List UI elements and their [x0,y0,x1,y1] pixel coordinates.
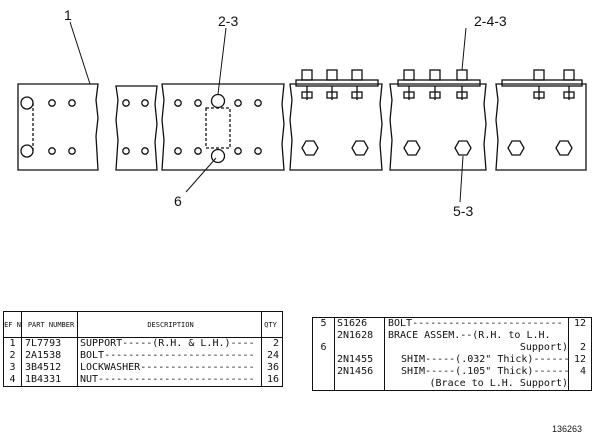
part-cell: 2N1455 [335,354,385,366]
support-panel-2 [115,85,158,171]
part-cell: 2A1538 [22,350,78,362]
ref-cell [313,330,335,342]
qty-cell: 36 [266,362,279,373]
qty-cell: 2 [272,338,279,349]
callout-6: 6 [174,193,182,209]
ref-cell: 1 [4,338,22,350]
description-cell: BRACE ASSEM.--(R.H. to L.H. [385,330,569,342]
qty-cell [569,378,589,390]
part-cell: 7L7793 [22,338,78,350]
description-cell: BOLT------------------------- [78,350,262,362]
part-cell: 3B4512 [22,362,78,374]
ref-cell: 5 [313,318,335,330]
qty-cell: 12 [573,354,586,365]
description-cell: SUPPORT-----(R.H. & L.H.)---- [78,338,262,350]
qty-cell: 24 [266,350,279,361]
callout-2-3: 2-3 [218,13,238,29]
ref-cell: 3 [4,362,22,374]
part-cell: 2N1456 [335,366,385,378]
description-cell: SHIM-----(.105" Thick)------ [385,366,569,378]
table-row: 2 2A1538 BOLT------------------------- 2… [4,350,282,362]
table-row: 2N1456 SHIM-----(.105" Thick)------ 4 [313,366,591,378]
description-cell: BOLT------------------------- [385,318,569,330]
description-cell: SHIM-----(.032" Thick)------ [385,354,569,366]
table-row: 5 S1626 BOLT------------------------- 12 [313,318,591,330]
table-row: 1 7L7793 SUPPORT-----(R.H. & L.H.)---- 2 [4,338,282,350]
ref-cell [313,378,335,390]
support-panel-5 [389,69,487,171]
header-ref-no: REF NO [4,312,22,338]
qty-cell: 16 [266,374,279,385]
callout-2-4-3: 2-4-3 [474,13,507,29]
support-panel-3 [161,83,285,171]
qty-cell: 4 [579,366,586,377]
leader-lines [69,21,467,203]
exploded-parts-diagram: 1 2-3 2-4-3 6 5-3 [17,7,587,219]
header-part-number: PART NUMBER [22,312,78,338]
header-qty: QTY [262,312,282,338]
bolt-group-1 [301,69,363,100]
table-row: 3 3B4512 LOCKWASHER------------------- 3… [4,362,282,374]
part-cell: S1626 [335,318,385,330]
table-row: (Brace to L.H. Support) [313,378,591,390]
part-cell [335,342,385,354]
table-row: 2N1455 SHIM-----(.032" Thick)------ 12 [313,354,591,366]
part-cell: 1B4331 [22,374,78,386]
header-description: DESCRIPTION [78,312,262,338]
description-cell: (Brace to L.H. Support) [385,378,569,390]
support-panel-6 [495,69,587,171]
callout-1: 1 [64,7,72,23]
part-cell [335,378,385,390]
description-cell: LOCKWASHER------------------- [78,362,262,374]
table-row: 4 1B4331 NUT-------------------------- 1… [4,374,282,386]
qty-cell [569,330,589,342]
callout-5-3: 5-3 [453,203,473,219]
qty-cell: 12 [573,318,586,329]
drawing-number: 136263 [552,424,583,434]
support-panel-1 [17,83,99,171]
ref-cell [313,366,335,378]
parts-table-left: REF NO PART NUMBER DESCRIPTION QTY 1 7L7… [3,311,283,387]
parts-table-right: 5 S1626 BOLT------------------------- 12… [312,317,592,391]
table-row: 6 Support) 2 [313,342,591,354]
ref-cell: 6 [313,342,335,354]
qty-cell: 2 [579,342,586,353]
part-cell: 2N1628 [335,330,385,342]
ref-cell [313,354,335,366]
description-cell: Support) [385,342,569,354]
support-panel-4 [289,69,383,171]
bolt-group-2 [403,69,468,100]
ref-cell: 4 [4,374,22,386]
table-row: 2N1628 BRACE ASSEM.--(R.H. to L.H. [313,330,591,342]
parts-table-header: REF NO PART NUMBER DESCRIPTION QTY [4,312,282,338]
description-cell: NUT-------------------------- [78,374,262,386]
ref-cell: 2 [4,350,22,362]
